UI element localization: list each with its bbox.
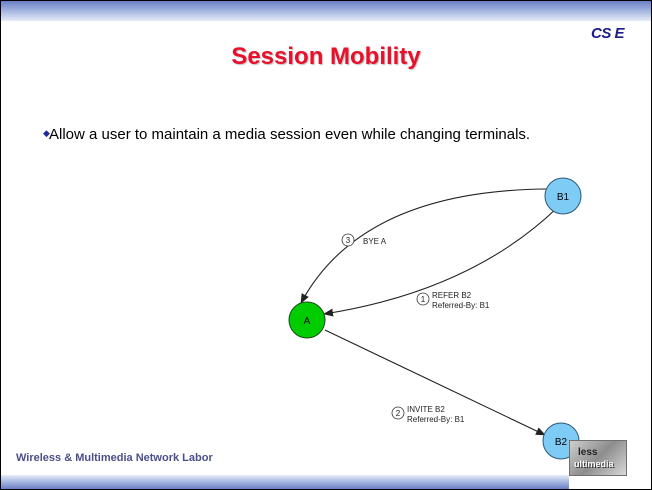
cse-logo: CS E [591,25,625,42]
node-a-circle [288,301,326,339]
bullet-item: Allow a user to maintain a media session… [49,125,569,145]
step-2-number: 2 [396,409,401,418]
node-b2-label: B2 [555,437,568,448]
step-3-number: 3 [346,236,351,245]
lab-logo: less ultimedia [569,440,627,476]
node-a: A [288,301,326,339]
step-1-badge [416,292,430,306]
diamond-bullet-icon: ◆ [43,128,50,138]
top-banner [1,1,651,21]
slide-title: Session Mobility [231,43,421,70]
refer-label: REFER B2 [432,291,472,300]
node-a-label: A [304,316,311,327]
bullet-text: Allow a user to maintain a media session… [49,126,531,143]
lab-logo-line2: ultimedia [574,459,614,469]
step-3-badge [341,233,355,247]
bottom-banner [1,475,569,489]
node-b1-label: B1 [557,192,570,203]
invite-arrow [324,329,546,436]
cse-logo-text: CS E [591,25,625,42]
bye-arrow [300,188,547,304]
invite-message-label: 2 INVITE B2 Referred-By: B1 [391,405,465,424]
step-1-number: 1 [421,295,426,304]
step-2-badge [391,406,405,420]
refer-message-label: 1 REFER B2 Referred-By: B1 [416,291,490,310]
lab-logo-line1: less [578,447,598,458]
invite-sublabel: Referred-By: B1 [407,415,465,424]
node-b1: B1 [544,177,582,215]
bye-label: BYE A [363,237,387,246]
footer-lab-name: Wireless & Multimedia Network Labor [16,452,213,464]
refer-sublabel: Referred-By: B1 [432,301,490,310]
node-b1-circle [544,177,582,215]
bye-message-label: 3 BYE A [341,233,387,247]
invite-label: INVITE B2 [407,405,445,414]
refer-arrow [323,206,559,317]
